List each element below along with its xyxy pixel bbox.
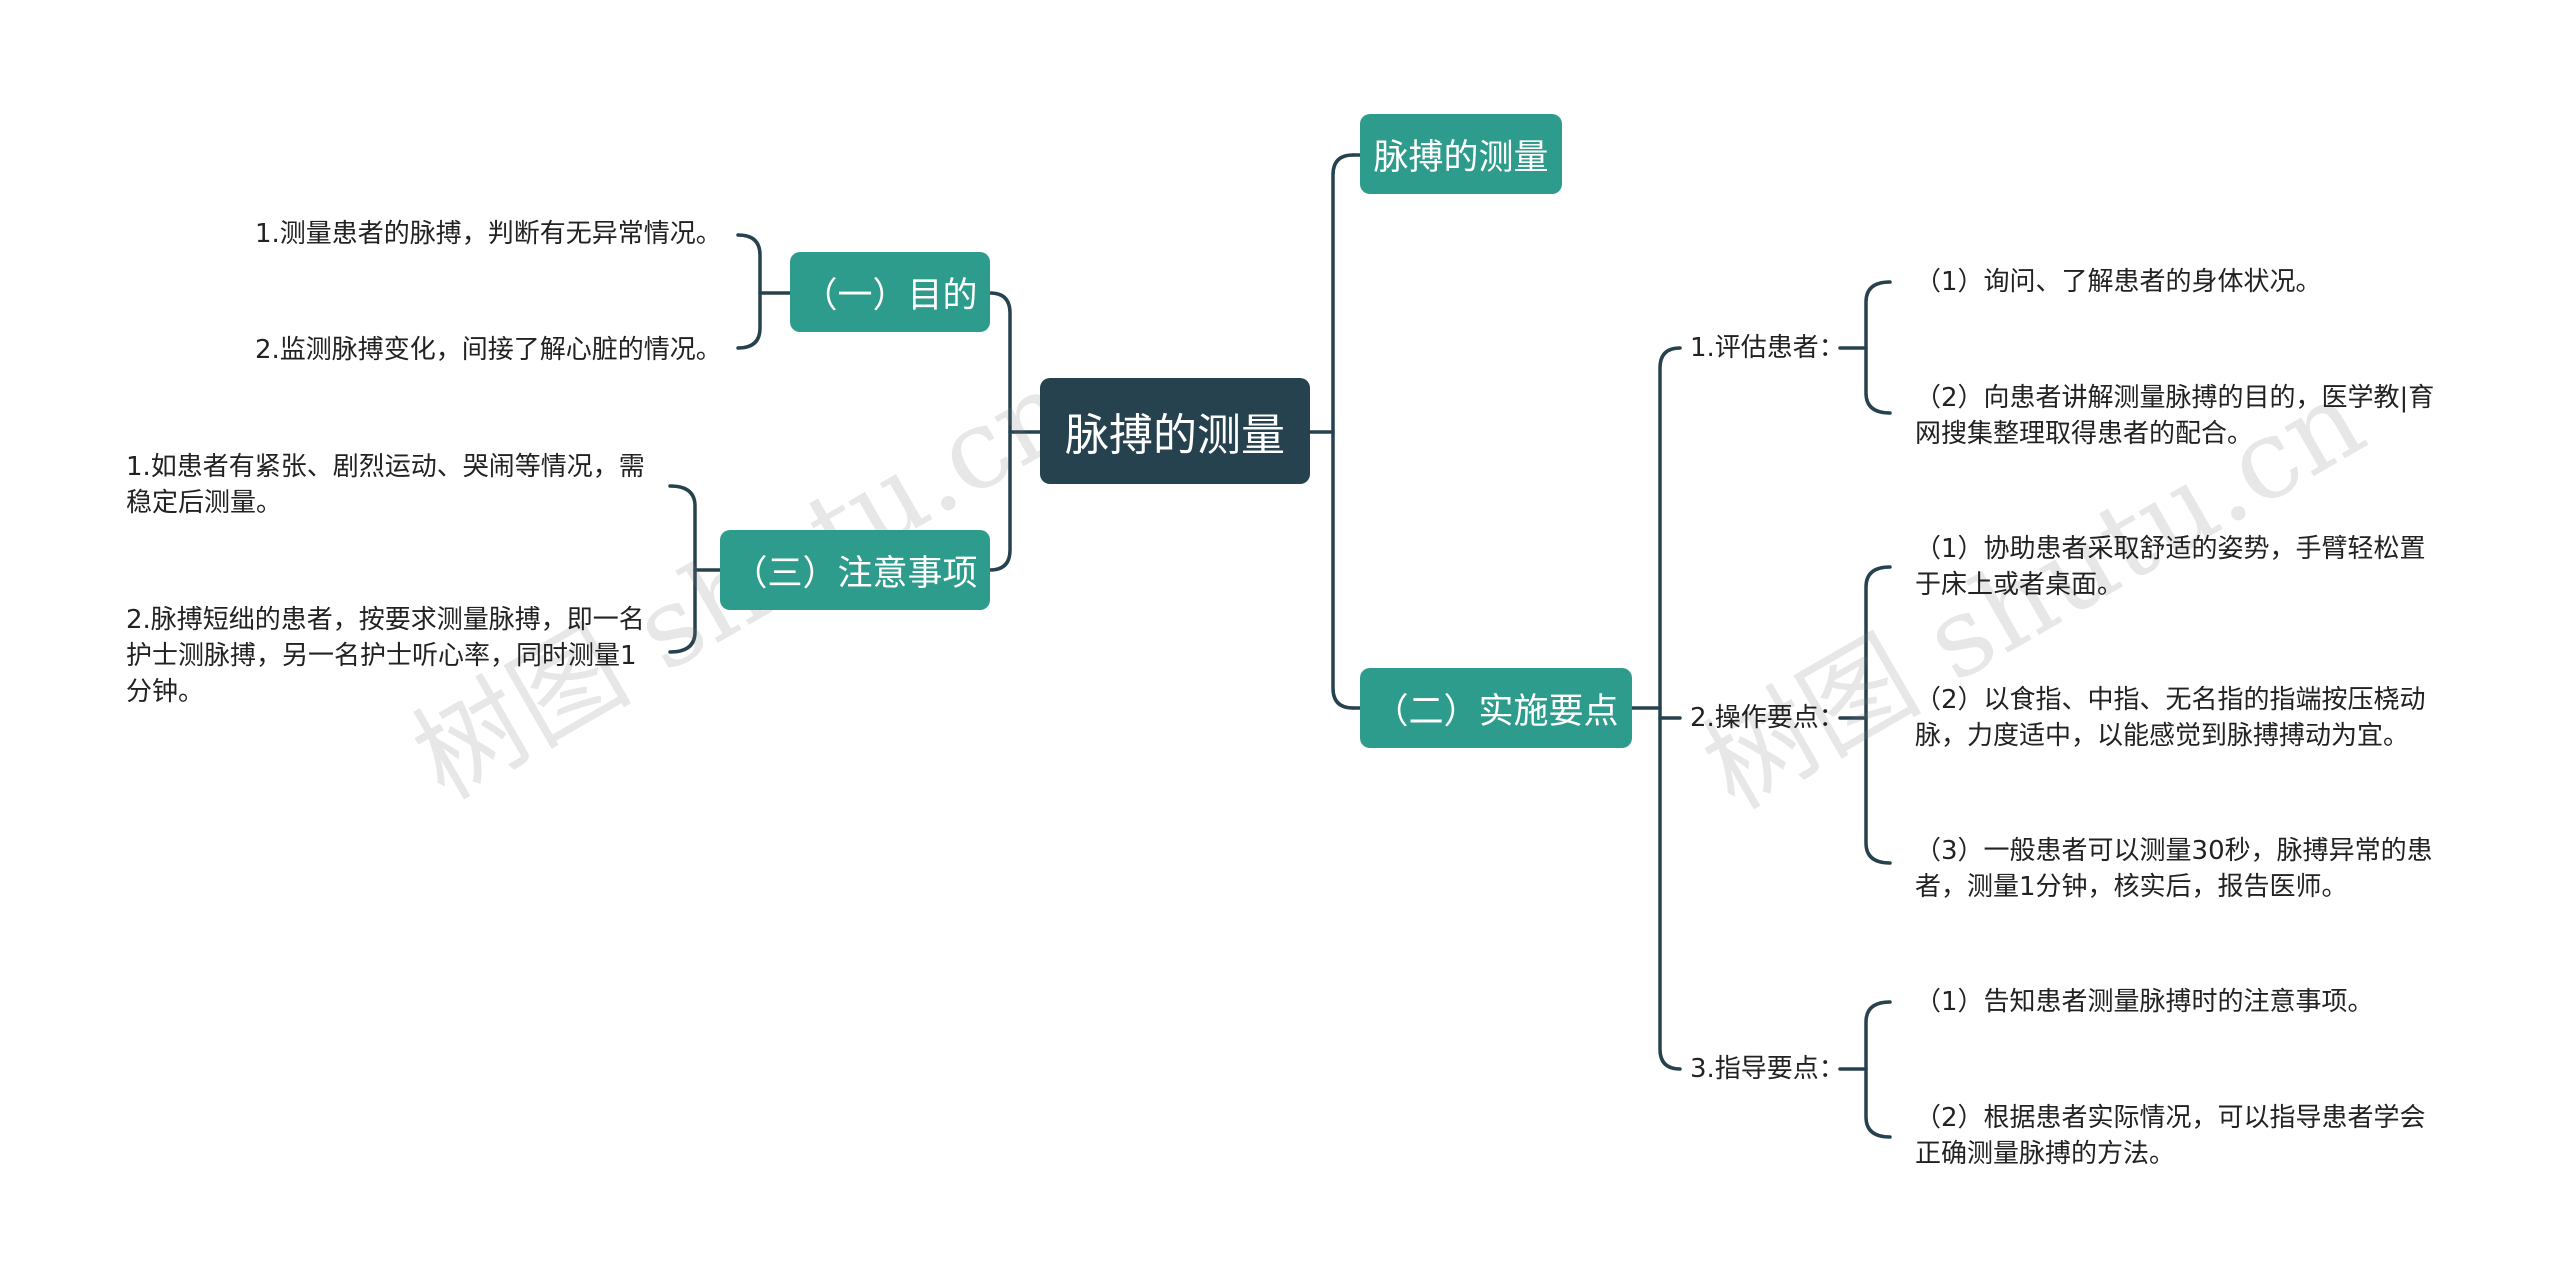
bracket-notes: [668, 484, 697, 654]
operation-item-3: （3）一般患者可以测量30秒，脉搏异常的患 者，测量1分钟，核实后，报告医师。: [1915, 833, 2433, 905]
bracket-group2: [1864, 565, 1892, 865]
assess-item-2: （2）向患者讲解测量脉搏的目的，医学教|育 网搜集整理取得患者的配合。: [1915, 380, 2434, 452]
assess-item-1: （1）询问、了解患者的身体状况。: [1915, 264, 2322, 300]
connector-impl-trunk: [1658, 346, 1682, 1071]
notes-item-1: 1.如患者有紧张、剧烈运动、哭闹等情况，需 稳定后测量。: [126, 449, 645, 521]
guidance-item-1: （1）告知患者测量脉搏时的注意事项。: [1915, 984, 2374, 1020]
connector-right-trunk: [1331, 153, 1355, 710]
branch-implementation[interactable]: （二）实施要点: [1360, 668, 1632, 748]
group-label-operation: 2.操作要点：: [1690, 703, 1845, 733]
guidance-item-2: （2）根据患者实际情况，可以指导患者学会 正确测量脉搏的方法。: [1915, 1100, 2426, 1172]
notes-item-2-line-1: 2.脉搏短绌的患者，按要求测量脉搏，即一名: [126, 605, 645, 635]
guidance-item-1-line-1: （1）告知患者测量脉搏时的注意事项。: [1915, 987, 2374, 1017]
guidance-item-2-line-1: （2）根据患者实际情况，可以指导患者学会: [1915, 1103, 2426, 1133]
branch-purpose[interactable]: （一）目的: [790, 252, 990, 332]
operation-item-2-line-2: 脉，力度适中，以能感觉到脉搏搏动为宜。: [1915, 721, 2410, 751]
operation-item-1: （1）协助患者采取舒适的姿势，手臂轻松置 于床上或者桌面。: [1915, 531, 2426, 603]
notes-item-2: 2.脉搏短绌的患者，按要求测量脉搏，即一名 护士测脉搏，另一名护士听心率，同时测…: [126, 602, 645, 710]
operation-item-3-line-1: （3）一般患者可以测量30秒，脉搏异常的患: [1915, 836, 2433, 866]
notes-item-1-line-1: 1.如患者有紧张、剧烈运动、哭闹等情况，需: [126, 452, 645, 482]
notes-item-1-line-2: 稳定后测量。: [126, 488, 283, 518]
operation-item-3-line-2: 者，测量1分钟，核实后，报告医师。: [1915, 872, 2348, 902]
purpose-item-2: 2.监测脉搏变化，间接了解心脏的情况。: [255, 335, 722, 365]
branch-notes[interactable]: （三）注意事项: [720, 530, 990, 610]
operation-item-2: （2）以食指、中指、无名指的指端按压桡动 脉，力度适中，以能感觉到脉搏搏动为宜。: [1915, 682, 2426, 754]
operation-item-2-line-1: （2）以食指、中指、无名指的指端按压桡动: [1915, 685, 2426, 715]
operation-item-1-line-1: （1）协助患者采取舒适的姿势，手臂轻松置: [1915, 534, 2426, 564]
branch-top-right[interactable]: 脉搏的测量: [1360, 114, 1562, 194]
notes-item-2-line-3: 分钟。: [126, 677, 205, 707]
bracket-purpose: [736, 233, 762, 350]
group-label-assess: 1.评估患者：: [1690, 333, 1845, 363]
bracket-group1: [1864, 280, 1892, 415]
guidance-item-2-line-2: 正确测量脉搏的方法。: [1915, 1139, 2176, 1169]
operation-item-1-line-2: 于床上或者桌面。: [1915, 570, 2124, 600]
assess-item-2-line-2: 网搜集整理取得患者的配合。: [1915, 419, 2254, 449]
assess-item-2-line-1: （2）向患者讲解测量脉搏的目的，医学教|育: [1915, 383, 2435, 413]
connector-left-trunk: [988, 291, 1012, 572]
root-node[interactable]: 脉搏的测量: [1040, 378, 1310, 484]
notes-item-2-line-2: 护士测脉搏，另一名护士听心率，同时测量1: [126, 641, 637, 671]
group-label-guidance: 3.指导要点：: [1690, 1054, 1845, 1084]
assess-item-1-line-1: （1）询问、了解患者的身体状况。: [1915, 267, 2322, 297]
purpose-item-1: 1.测量患者的脉搏，判断有无异常情况。: [255, 219, 722, 249]
bracket-group3: [1864, 1000, 1892, 1139]
